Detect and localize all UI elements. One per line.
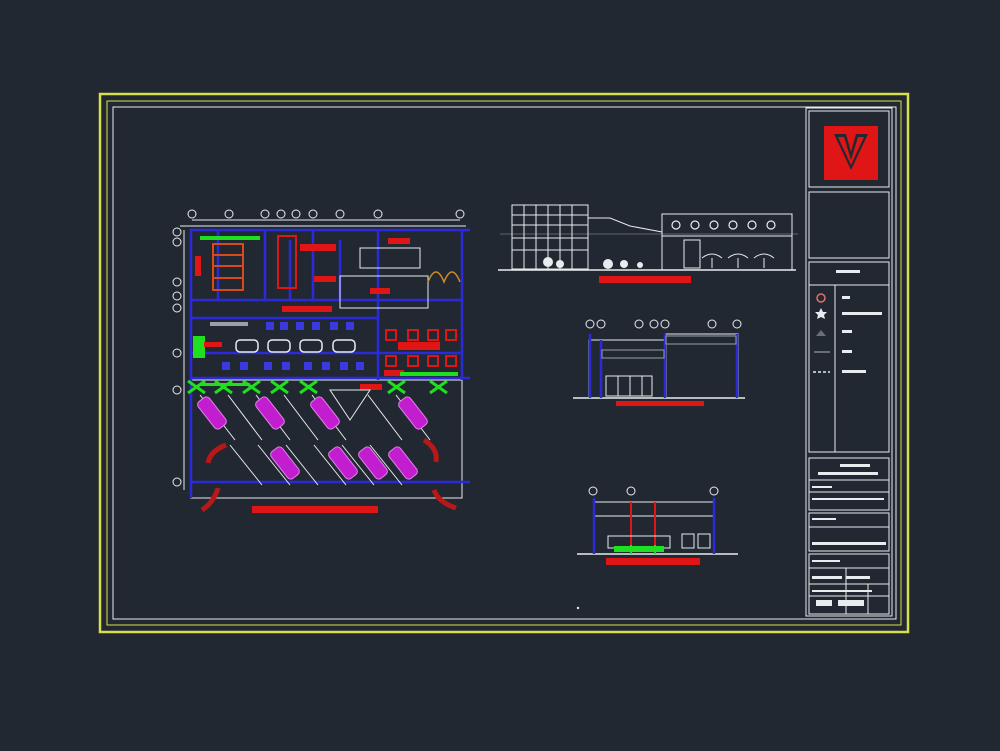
main-elevation[interactable]	[498, 204, 798, 283]
section-view[interactable]	[577, 486, 738, 565]
elevation-lattice	[512, 205, 588, 269]
side-elevation-title-bar	[616, 401, 704, 406]
star-symbol	[815, 308, 827, 319]
interior-fixtures	[193, 235, 461, 358]
title-block-text-lines	[812, 464, 886, 606]
driveway-curbs	[200, 437, 457, 513]
sheet-marker-dot	[576, 606, 580, 610]
side-elevation[interactable]	[573, 319, 745, 406]
parked-vehicles	[197, 396, 428, 480]
dining-chairs	[222, 322, 364, 370]
dining-tables	[235, 339, 356, 353]
side-elevation-grid-bubbles	[585, 319, 742, 329]
elevation-round-windows	[671, 220, 776, 230]
structural-walls	[189, 228, 470, 498]
section-grid-bubbles	[588, 486, 719, 496]
elevation-shrubs	[543, 257, 643, 269]
grid-axis-bubbles-left	[172, 227, 185, 490]
circle-symbol	[816, 293, 826, 303]
elevation-umbrellas	[701, 253, 775, 268]
section-columns	[592, 498, 716, 554]
floor-plan-title-bar	[252, 506, 378, 513]
planters-row	[187, 372, 458, 395]
terrace-tables	[385, 329, 457, 367]
dash-symbol	[814, 351, 830, 353]
side-elevation-columns	[588, 334, 739, 398]
title-block[interactable]	[805, 107, 893, 617]
sheet-frame	[98, 92, 910, 634]
triangle-symbol	[816, 330, 826, 336]
title-block-legend	[813, 270, 882, 373]
floor-plan[interactable]	[172, 209, 470, 513]
main-elevation-title-bar	[599, 276, 691, 283]
red-down-arrow-logo	[824, 126, 878, 180]
entry-ramp	[329, 389, 371, 421]
grid-axis-bubbles-top	[180, 209, 466, 227]
title-block-dividers	[809, 479, 889, 614]
section-title-bar	[606, 558, 700, 565]
